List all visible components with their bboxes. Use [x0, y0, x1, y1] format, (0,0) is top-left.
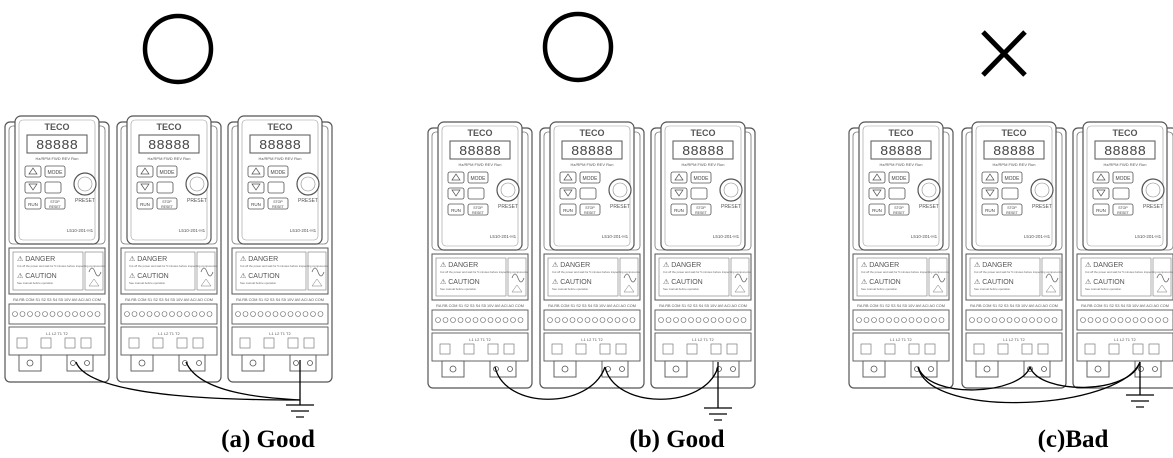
drive-b1	[427, 121, 533, 389]
drive-a1	[4, 115, 110, 383]
panel-caption: (c)Bad	[1038, 426, 1109, 453]
drive-b2	[539, 121, 645, 389]
drive-c3	[1072, 121, 1173, 389]
panel-caption: (b) Good	[629, 426, 724, 453]
drive-c2	[961, 121, 1067, 389]
drive-a3	[227, 115, 333, 383]
drive-b3	[650, 121, 756, 389]
cross-mark-icon	[981, 30, 1027, 77]
ground-wires	[917, 361, 1141, 404]
ground-symbol-icon	[285, 404, 315, 418]
drive-a2	[116, 115, 222, 383]
circle-mark-icon	[142, 13, 214, 85]
drive-c1	[848, 121, 954, 389]
ground-symbol-icon	[703, 407, 733, 421]
panel-a: (a) Good	[4, 13, 333, 453]
panel-c: (c)Bad	[848, 30, 1173, 453]
ground-symbol-icon	[1125, 394, 1155, 408]
panel-b: (b) Good	[427, 11, 756, 453]
ground-wires	[494, 362, 719, 408]
panel-caption: (a) Good	[221, 426, 315, 453]
circle-mark-icon	[542, 11, 614, 83]
ground-wires	[75, 360, 301, 405]
